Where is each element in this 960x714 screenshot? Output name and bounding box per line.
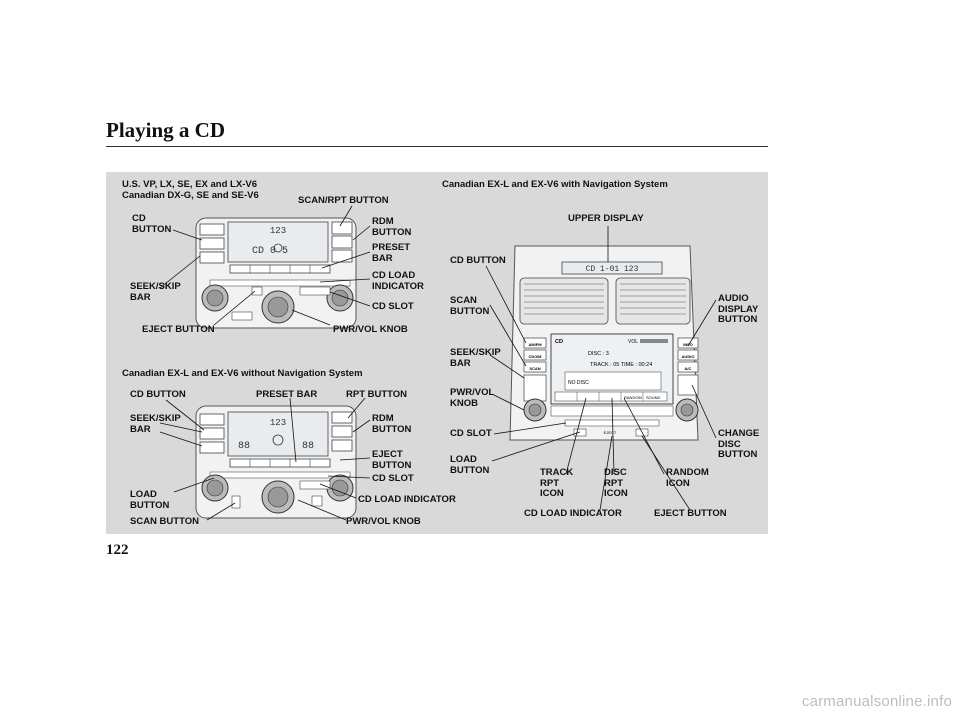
nav-screen-no-disc: NO DISC [568, 380, 589, 386]
label-eject-button-3: EJECT BUTTON [654, 509, 727, 520]
radio1-display-main: CD 0 5 [252, 246, 288, 257]
label-pwr-vol-knob-2: PWR/VOL KNOB [346, 517, 421, 528]
label-scan-button-2: SCAN BUTTON [130, 517, 199, 528]
nav-eject-text: EJECT [604, 430, 617, 435]
label-rpt-button: RPT BUTTON [346, 390, 407, 401]
nav-screen-mode: CD [555, 339, 563, 345]
nav-info-button-text: INFO [683, 342, 693, 347]
label-load-button-3: LOAD BUTTON [450, 455, 489, 476]
nav-screen-track: TRACK : 05 TIME : 00:24 [590, 362, 652, 368]
nav-screen-random: RANDOM [624, 395, 642, 400]
label-eject-button-2: EJECT BUTTON [372, 450, 411, 471]
label-cd-load-indicator-3: CD LOAD INDICATOR [524, 509, 622, 520]
label-cd-button-1: CD BUTTON [132, 214, 171, 235]
nav-upper-display-text: CD 1-01 123 [586, 265, 639, 274]
radio-unit-1: 123 CD 0 5 [196, 218, 356, 328]
nav-ac-button-text: A/C [685, 366, 692, 371]
nav-screen-vol: VOL [628, 339, 638, 345]
label-cd-slot-3: CD SLOT [450, 429, 492, 440]
label-seek-skip-bar-3: SEEK/SKIP BAR [450, 348, 501, 369]
radio-unit-2: 123 88 88 [196, 406, 356, 518]
nav-am-fm-button-text: AM/FM [528, 342, 542, 347]
label-cd-button-3: CD BUTTON [450, 256, 506, 267]
label-preset-bar-2: PRESET BAR [256, 390, 317, 401]
radio2-display-left: 88 [238, 441, 250, 452]
label-preset-bar-1: PRESET BAR [372, 243, 410, 264]
label-random-icon: RANDOM ICON [666, 468, 709, 489]
nav-screen-disc: DISC : 3 [588, 351, 609, 357]
label-audio-display-button: AUDIO DISPLAY BUTTON [718, 294, 758, 326]
label-cd-load-indicator-1: CD LOAD INDICATOR [372, 271, 424, 292]
label-scan-button-3: SCAN BUTTON [450, 296, 489, 317]
nav-audio-button-text: AUDIO [682, 354, 695, 359]
label-eject-button-1: EJECT BUTTON [142, 325, 215, 336]
label-seek-skip-bar-1: SEEK/SKIP BAR [130, 282, 181, 303]
label-cd-slot-1: CD SLOT [372, 302, 414, 313]
radio2-display-top: 123 [270, 418, 286, 428]
nav-scan-button-text: SCAN [529, 366, 540, 371]
label-disc-rpt-icon: DISC RPT ICON [604, 468, 628, 500]
label-rdm-button-2: RDM BUTTON [372, 414, 411, 435]
section3-heading: Canadian EX-L and EX-V6 with Navigation … [442, 180, 668, 191]
nav-screen-sound: SOUND [646, 395, 661, 400]
radio1-display-top: 123 [270, 226, 286, 236]
label-change-disc-button: CHANGE DISC BUTTON [718, 429, 759, 461]
label-cd-slot-2: CD SLOT [372, 474, 414, 485]
radio-unit-navigation: CD 1-01 123 AM/FM CD/XM SCAN INFO AUDIO … [510, 246, 698, 440]
label-scan-rpt-button: SCAN/RPT BUTTON [298, 196, 389, 207]
label-load-button-2: LOAD BUTTON [130, 490, 169, 511]
label-pwr-vol-knob-1: PWR/VOL KNOB [333, 325, 408, 336]
section2-heading: Canadian EX-L and EX-V6 without Navigati… [122, 369, 363, 380]
label-rdm-button-1: RDM BUTTON [372, 217, 411, 238]
radio2-display-right: 88 [302, 441, 314, 452]
label-upper-display: UPPER DISPLAY [568, 214, 644, 225]
label-cd-button-2: CD BUTTON [130, 390, 186, 401]
watermark: carmanualsonline.info [802, 693, 952, 710]
page-number: 122 [106, 542, 129, 559]
label-cd-load-indicator-2: CD LOAD INDICATOR [358, 495, 456, 506]
nav-cd-xm-button-text: CD/XM [529, 354, 543, 359]
label-track-rpt-icon: TRACK RPT ICON [540, 468, 573, 500]
label-seek-skip-bar-2: SEEK/SKIP BAR [130, 414, 181, 435]
section1-heading: U.S. VP, LX, SE, EX and LX-V6 Canadian D… [122, 180, 259, 201]
label-pwr-vol-knob-3: PWR/VOL KNOB [450, 388, 494, 409]
